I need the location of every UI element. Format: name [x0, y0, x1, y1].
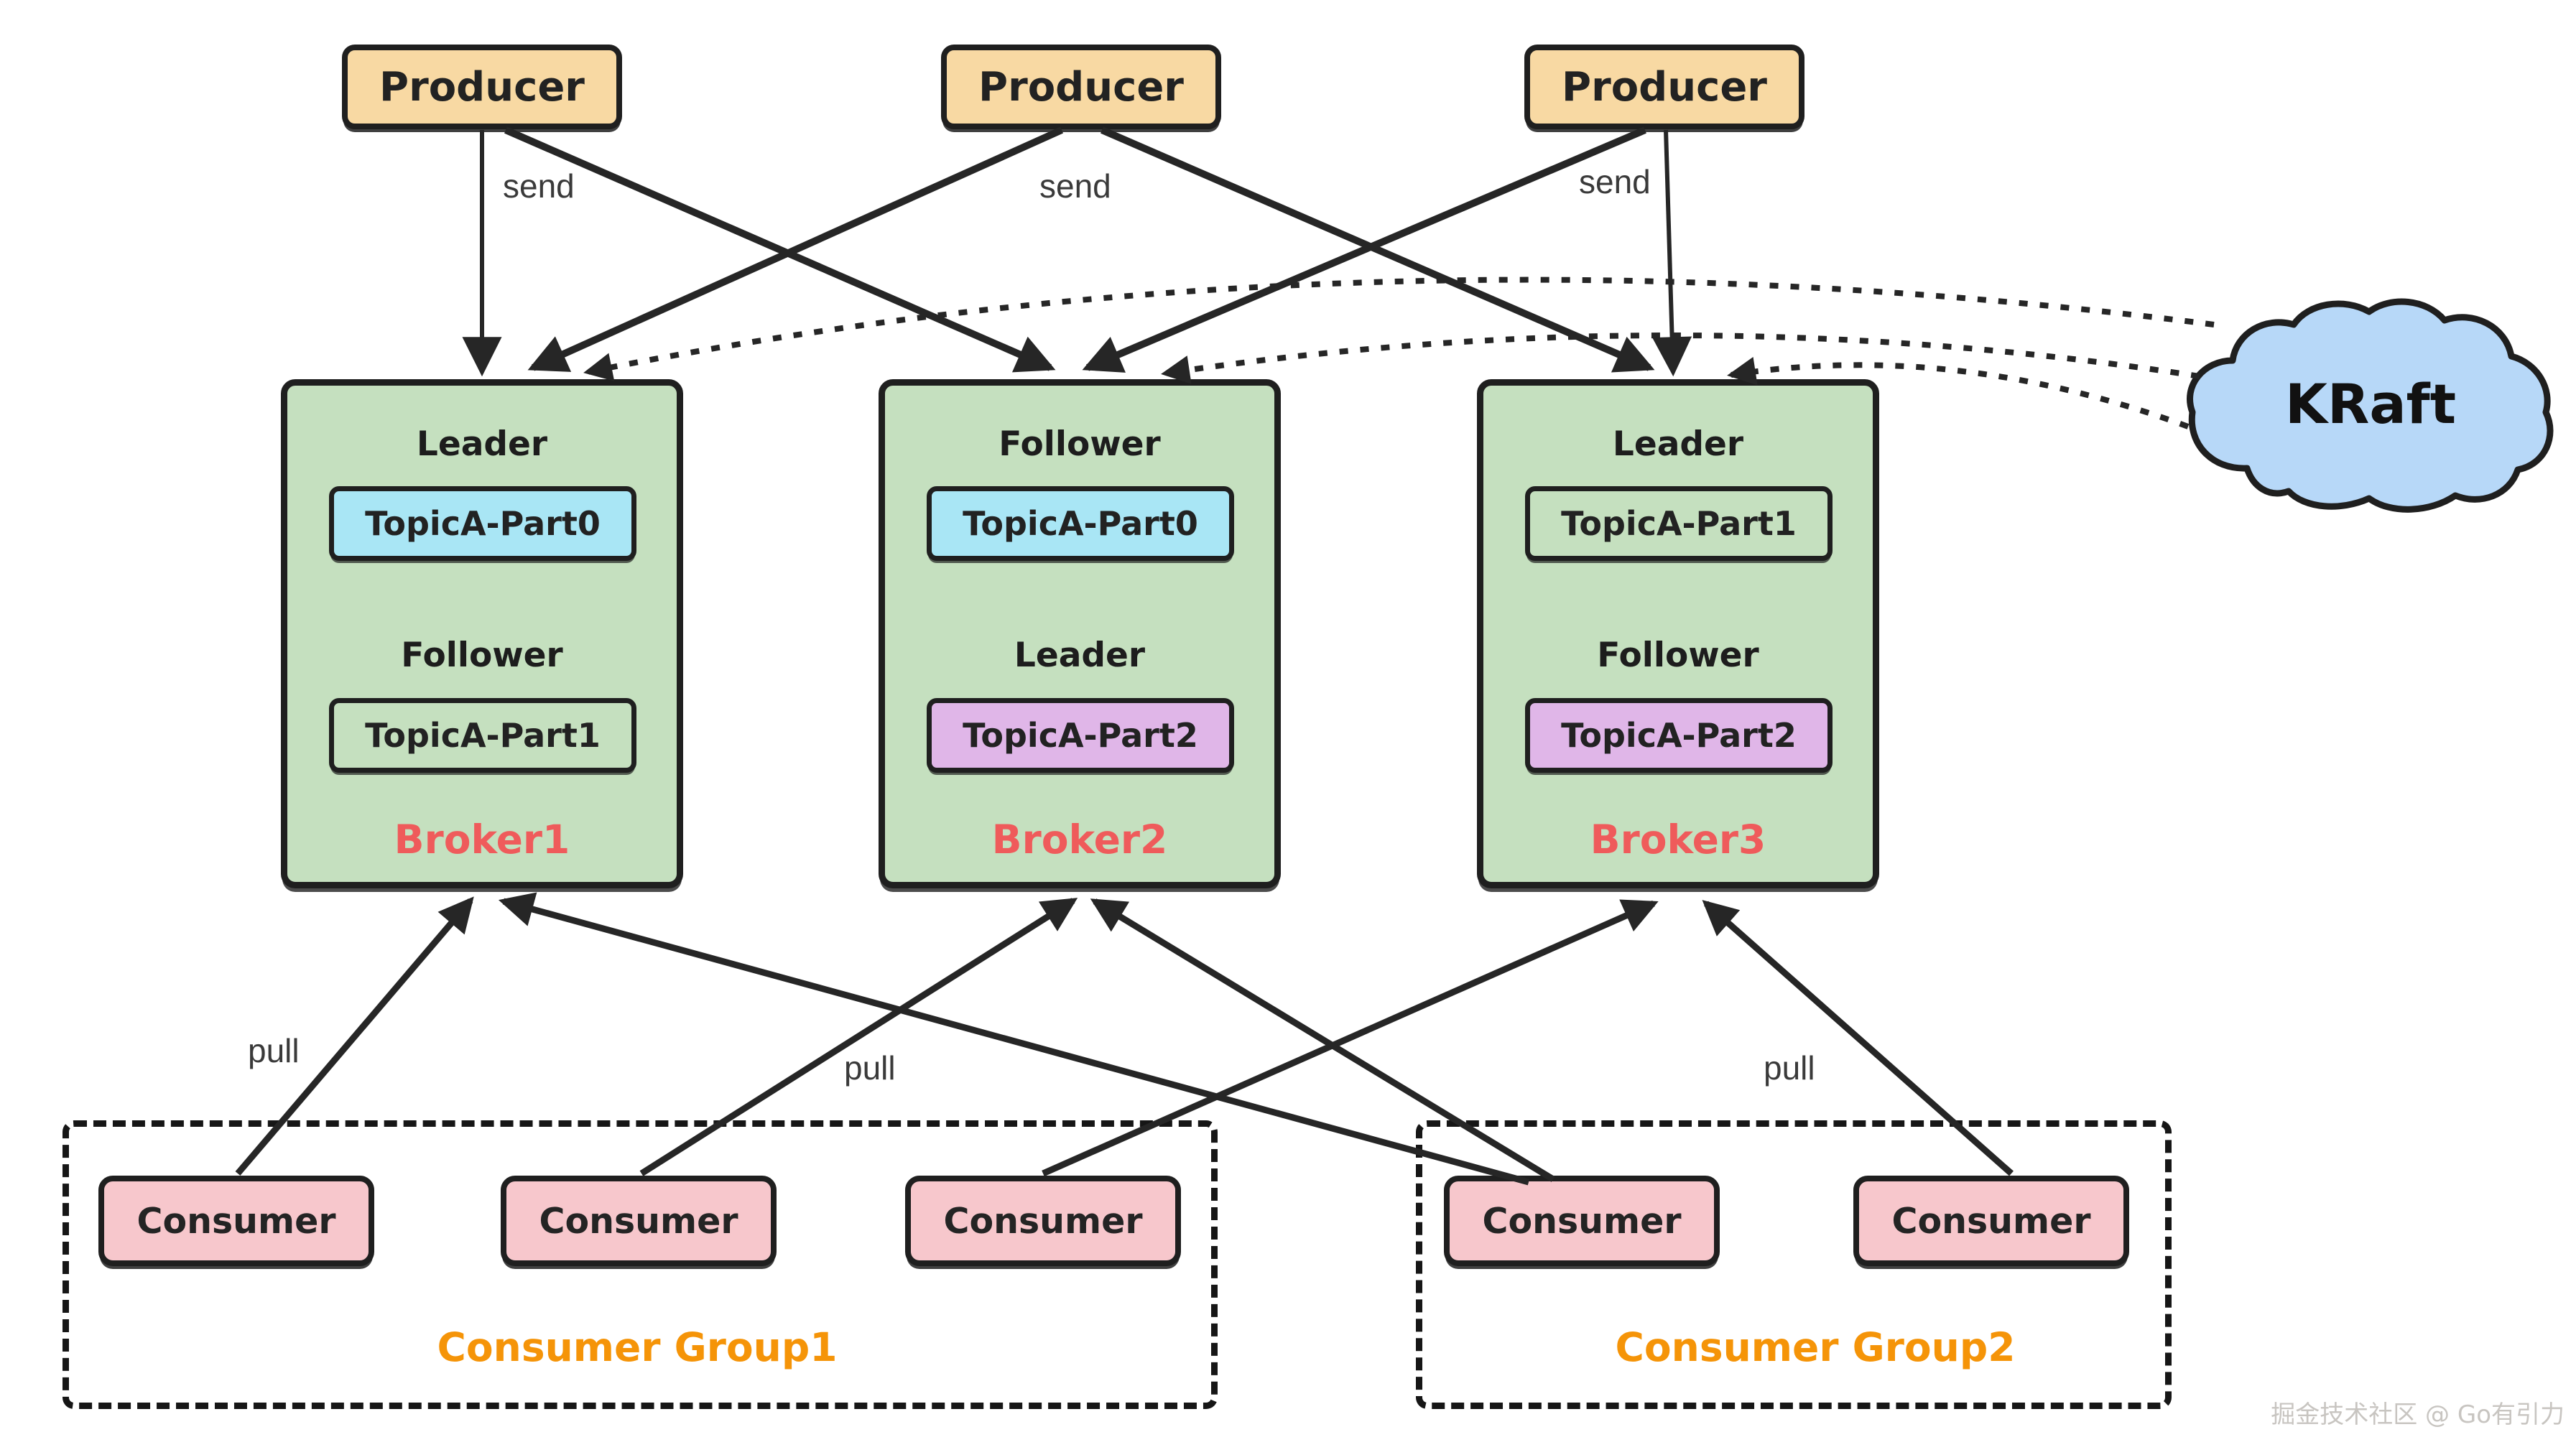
broker-box-2: Follower TopicA-Part0 Leader TopicA-Part…: [879, 379, 1281, 888]
send-label-3: send: [1579, 163, 1651, 200]
producer-label: Producer: [379, 63, 585, 111]
producer-box-3: Producer: [1524, 45, 1804, 129]
role-label-follower: Follower: [1597, 636, 1759, 675]
consumer-label: Consumer: [539, 1200, 738, 1242]
consumer-box-g2-2: Consumer: [1853, 1176, 2129, 1266]
producer-label: Producer: [978, 63, 1184, 111]
role-label-leader: Leader: [416, 424, 548, 464]
consumer-box-g2-1: Consumer: [1444, 1176, 1720, 1266]
consumer-group1-name: Consumer Group1: [437, 1324, 838, 1370]
consumer-label: Consumer: [943, 1200, 1143, 1242]
send-label-2: send: [1039, 167, 1111, 205]
producer-box-1: Producer: [342, 45, 622, 129]
pull-label-2: pull: [844, 1049, 896, 1087]
partition-box-topica-part1: TopicA-Part1: [329, 698, 636, 773]
consumer-label: Consumer: [1891, 1200, 2091, 1242]
partition-box-topica-part0: TopicA-Part0: [927, 486, 1234, 561]
partition-box-topica-part1: TopicA-Part1: [1525, 486, 1833, 561]
send-label-1: send: [503, 167, 575, 205]
kraft-cloud-shape: [2187, 298, 2554, 513]
broker-box-3: Leader TopicA-Part1 Follower TopicA-Part…: [1477, 379, 1879, 888]
consumer-label: Consumer: [1482, 1200, 1682, 1242]
send-arrow-producer3-broker3: [1652, 129, 1692, 377]
send-arrow-producer2-broker3: [1101, 126, 1655, 373]
kraft-label: KRaft: [2284, 372, 2457, 436]
send-arrow-producer2-broker1: [527, 126, 1064, 372]
consumer-box-g1-1: Consumer: [98, 1176, 374, 1266]
send-arrow-producer3-broker2: [1082, 126, 1646, 373]
role-label-leader: Leader: [1014, 636, 1146, 675]
consumer-group2-name: Consumer Group2: [1615, 1324, 2016, 1370]
watermark-text: 掘金技术社区 @ Go有引力: [2271, 1400, 2565, 1429]
role-label-follower: Follower: [401, 636, 563, 675]
kraft-dotted-link-broker2: [1161, 332, 2200, 384]
kraft-cloud: [2187, 298, 2554, 513]
send-arrow-producer1-broker2: [504, 126, 1056, 373]
partition-box-topica-part0: TopicA-Part0: [329, 486, 636, 561]
broker-box-1: Leader TopicA-Part0 Follower TopicA-Part…: [281, 379, 683, 888]
partition-box-topica-part2: TopicA-Part2: [927, 698, 1234, 773]
consumer-box-g1-3: Consumer: [905, 1176, 1181, 1266]
producer-box-2: Producer: [941, 45, 1221, 129]
broker-name: Broker1: [394, 817, 570, 863]
role-label-leader: Leader: [1612, 424, 1744, 464]
partition-box-topica-part2: TopicA-Part2: [1525, 698, 1833, 773]
consumer-box-g1-2: Consumer: [501, 1176, 777, 1266]
role-label-follower: Follower: [999, 424, 1161, 464]
producer-label: Producer: [1562, 63, 1767, 111]
broker-name: Broker2: [991, 817, 1168, 863]
pull-label-1: pull: [248, 1032, 300, 1069]
pull-label-3: pull: [1764, 1049, 1815, 1087]
consumer-label: Consumer: [136, 1200, 336, 1242]
kraft-dotted-link-broker1: [583, 276, 2215, 381]
broker-name: Broker3: [1590, 817, 1766, 863]
